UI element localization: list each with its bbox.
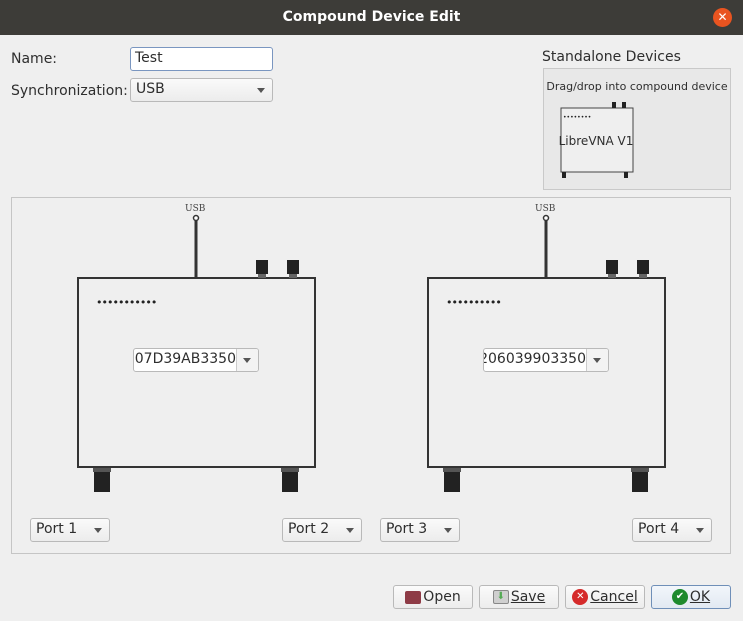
svg-text:••••••••••: ••••••••••: [446, 296, 501, 309]
device-1-graphic: •••••••••••: [77, 214, 316, 492]
check-icon: ✔: [671, 589, 688, 605]
serial-value: 207D39AB3350: [133, 351, 236, 367]
cancel-label: Cancel: [590, 589, 638, 605]
port-2-select[interactable]: Port 2: [282, 518, 362, 542]
close-button[interactable]: ✕: [713, 8, 732, 27]
device-2-graphic: ••••••••••: [427, 214, 666, 492]
save-icon: ⬇: [492, 590, 509, 604]
device-2: •••••••••• USB: [410, 200, 690, 500]
port-4-select[interactable]: Port 4: [632, 518, 712, 542]
chevron-down-icon: [346, 528, 354, 533]
save-label: Save: [510, 589, 546, 605]
device-icon: ••••••••: [560, 102, 634, 178]
title-bar: Compound Device Edit ✕: [0, 0, 743, 35]
port-3-select[interactable]: Port 3: [380, 518, 460, 542]
standalone-title: Standalone Devices: [542, 49, 681, 65]
chevron-down-icon: [696, 528, 704, 533]
chevron-down-icon: [593, 358, 601, 363]
serial-value: 206039903350: [483, 351, 586, 367]
standalone-hint: Drag/drop into compound device: [546, 80, 728, 93]
chevron-down-icon: [257, 88, 265, 93]
svg-text:••••••••: ••••••••: [563, 114, 591, 121]
port-value: Port 2: [288, 521, 330, 537]
usb-label: USB: [535, 204, 556, 214]
save-button[interactable]: ⬇Save: [479, 585, 559, 609]
chevron-down-icon: [243, 358, 251, 363]
compound-device-area: [11, 197, 731, 554]
standalone-panel: Drag/drop into compound device •••••••• …: [543, 68, 731, 190]
ok-button[interactable]: ✔OK: [651, 585, 731, 609]
device-1: ••••••••••• USB: [60, 200, 340, 500]
port-value: Port 1: [36, 521, 78, 537]
svg-text:•••••••••••: •••••••••••: [96, 296, 156, 309]
name-label: Name:: [11, 51, 58, 67]
standalone-device-librevna[interactable]: •••••••• LibreVNA V1: [556, 102, 636, 186]
port-value: Port 4: [638, 521, 680, 537]
sync-value: USB: [136, 81, 165, 97]
standalone-device-label: LibreVNA V1: [558, 134, 634, 148]
open-button[interactable]: Open: [393, 585, 473, 609]
device-1-serial-select[interactable]: 207D39AB3350: [133, 348, 259, 372]
close-icon: ✕: [717, 10, 728, 24]
port-value: Port 3: [386, 521, 428, 537]
cancel-button[interactable]: ✕Cancel: [565, 585, 645, 609]
open-label: Open: [423, 589, 461, 605]
chevron-down-icon: [94, 528, 102, 533]
name-input[interactable]: Test: [130, 47, 273, 71]
sync-label: Synchronization:: [11, 83, 128, 99]
window-title: Compound Device Edit: [282, 9, 461, 25]
ok-label: OK: [689, 589, 711, 605]
sync-select[interactable]: USB: [130, 78, 273, 102]
cancel-icon: ✕: [572, 589, 589, 605]
usb-label: USB: [185, 204, 206, 214]
port-1-select[interactable]: Port 1: [30, 518, 110, 542]
folder-icon: [405, 590, 422, 604]
device-2-serial-select[interactable]: 206039903350: [483, 348, 609, 372]
chevron-down-icon: [444, 528, 452, 533]
